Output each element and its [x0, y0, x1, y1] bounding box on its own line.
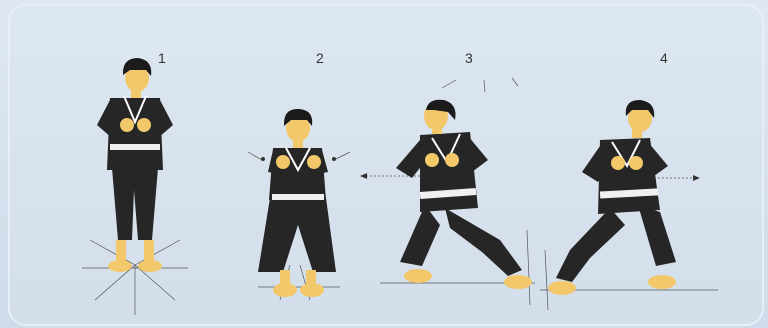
figure-1-standing — [82, 58, 188, 315]
figure-2-squat — [248, 109, 350, 300]
figure-3-lunge — [360, 78, 535, 305]
figure-4-lunge — [540, 100, 718, 310]
